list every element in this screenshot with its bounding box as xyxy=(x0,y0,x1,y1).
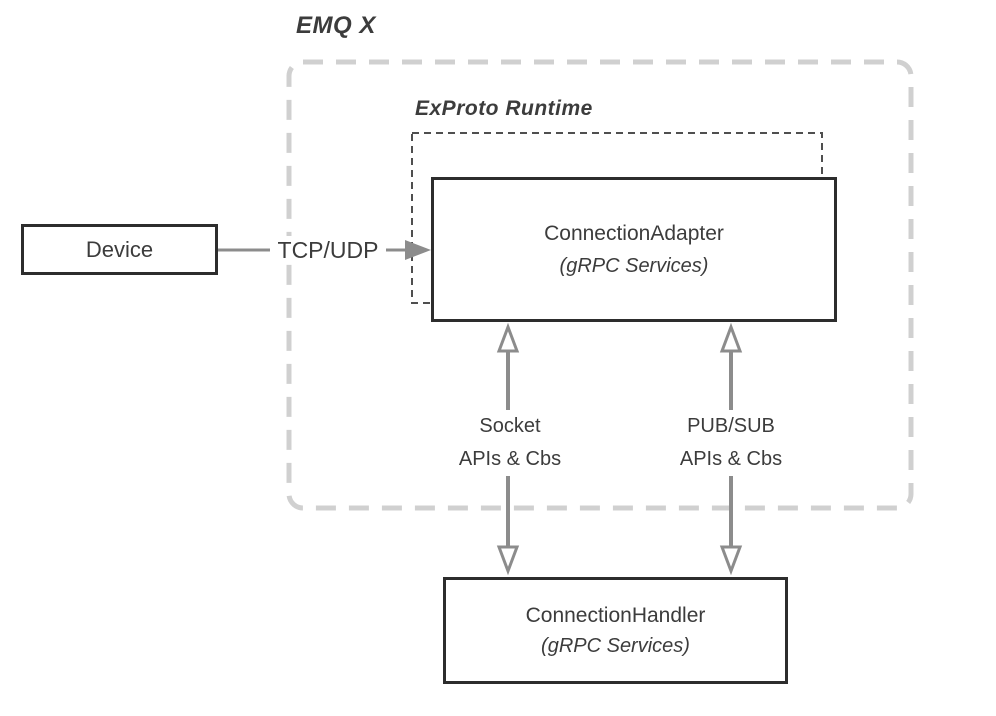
tcp-udp-arrowhead-icon xyxy=(405,240,431,260)
pubsub-down-arrowhead-icon xyxy=(719,545,743,576)
device-node: Device xyxy=(21,224,218,275)
emqx-boundary xyxy=(286,59,914,511)
socket-up-arrowhead-icon xyxy=(496,322,520,353)
connection-handler-subtitle: (gRPC Services) xyxy=(541,634,690,657)
connection-adapter-title: ConnectionAdapter xyxy=(544,222,724,246)
socket-apis-label: Socket APIs & Cbs xyxy=(440,410,580,476)
pubsub-apis-label-line2: APIs & Cbs xyxy=(679,448,783,470)
exproto-runtime-label: ExProto Runtime xyxy=(415,97,593,120)
connection-handler-node: ConnectionHandler (gRPC Services) xyxy=(443,577,788,684)
connection-adapter-node: ConnectionAdapter (gRPC Services) xyxy=(431,177,837,322)
socket-apis-label-line1: Socket xyxy=(479,415,541,437)
pubsub-apis-label-line1: PUB/SUB xyxy=(687,415,775,437)
socket-apis-label-line2: APIs & Cbs xyxy=(458,448,562,470)
tcp-udp-label: TCP/UDP xyxy=(270,236,386,264)
socket-down-arrowhead-icon xyxy=(496,545,520,576)
pubsub-up-arrowhead-icon xyxy=(719,322,743,353)
connection-handler-title: ConnectionHandler xyxy=(525,604,706,628)
pubsub-apis-label: PUB/SUB APIs & Cbs xyxy=(661,410,801,476)
device-label: Device xyxy=(85,236,154,262)
connection-adapter-subtitle: (gRPC Services) xyxy=(559,254,709,277)
diagram-title: EMQ X xyxy=(296,12,376,39)
